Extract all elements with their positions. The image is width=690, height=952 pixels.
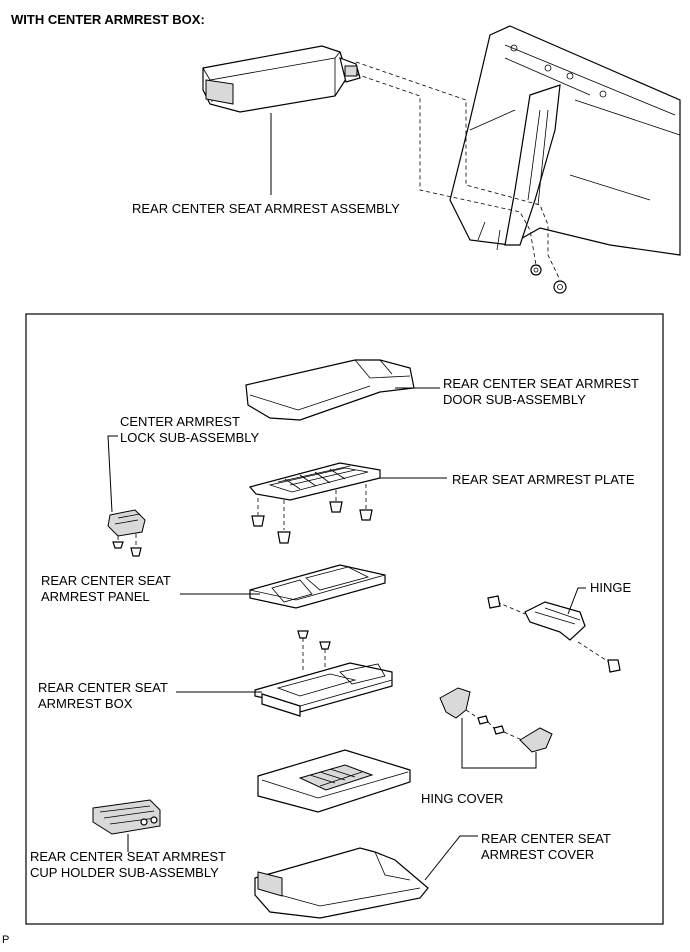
label-armrest-panel-line1: REAR CENTER SEAT [41,573,171,588]
label-armrest-plate: REAR SEAT ARMREST PLATE [452,472,635,487]
label-armrest-cover-line1: REAR CENTER SEAT [481,831,611,846]
armrest-assembly-illustration [202,45,361,113]
armrest-cover-illustration [254,847,429,919]
label-armrest-panel-line2: ARMREST PANEL [41,589,150,604]
figure-code: P [2,934,10,946]
cup-holder-illustration [92,799,161,835]
label-door-sub-assembly-line2: DOOR SUB-ASSEMBLY [443,392,586,407]
lock-sub-assembly-illustration [107,509,146,557]
label-armrest-box-line2: ARMREST BOX [38,696,133,711]
armrest-panel-illustration [249,564,386,609]
label-lock-sub-assembly-line1: CENTER ARMREST [120,414,240,429]
cover-leader [424,835,478,881]
label-armrest-box-line1: REAR CENTER SEAT [38,680,168,695]
box-screws-illustration [297,630,331,680]
label-hinge: HINGE [590,580,632,595]
hing-cover-leader [461,718,537,769]
label-hing-cover: HING COVER [421,791,504,806]
lock-leader [107,435,118,513]
seatback-frame-illustration [449,25,681,294]
hing-cover-illustration [439,687,553,753]
diagram-heading: WITH CENTER ARMREST BOX: [11,12,205,27]
label-armrest-assembly: REAR CENTER SEAT ARMREST ASSEMBLY [132,201,400,216]
label-armrest-cover-line2: ARMREST COVER [481,847,595,862]
door-sub-assembly-illustration [245,359,415,421]
assembly-alignment-lines [355,61,561,281]
label-cup-holder-line1: REAR CENTER SEAT ARMREST [30,849,226,864]
label-lock-sub-assembly-line2: LOCK SUB-ASSEMBLY [120,430,260,445]
exploded-view-frame [25,313,664,925]
hinge-leader [567,587,586,615]
label-door-sub-assembly-line1: REAR CENTER SEAT ARMREST [443,376,639,391]
label-cup-holder-line2: CUP HOLDER SUB-ASSEMBLY [30,865,219,880]
hinge-illustration [487,595,621,673]
inner-tray-illustration [257,749,411,813]
armrest-box-illustration [254,662,393,717]
armrest-plate-illustration [248,462,381,544]
